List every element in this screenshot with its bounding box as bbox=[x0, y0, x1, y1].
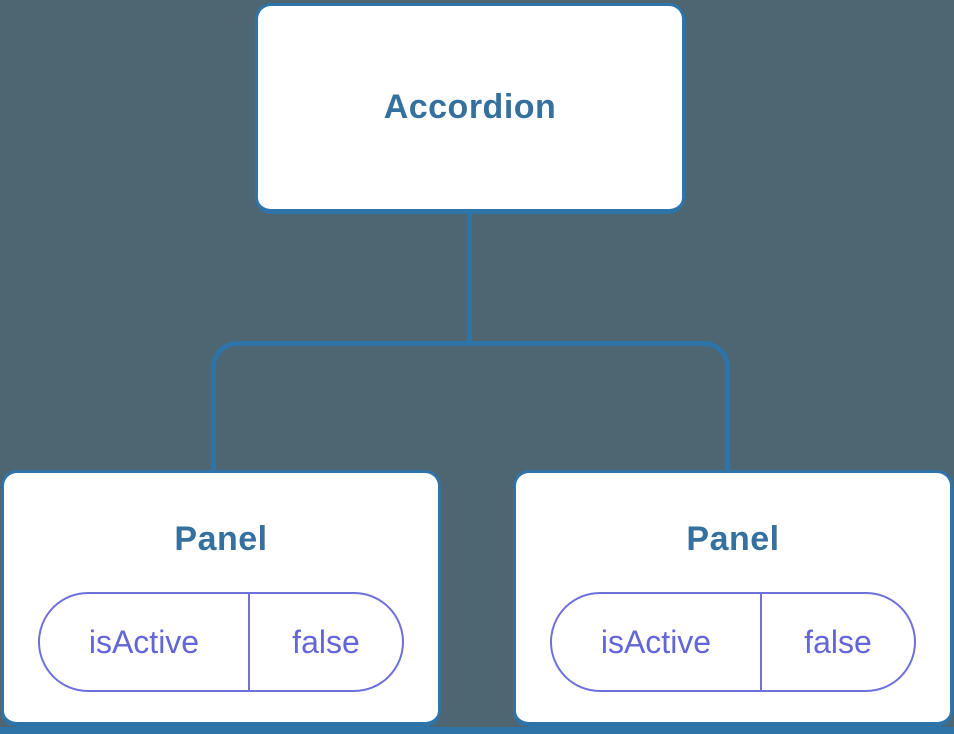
connector-stem bbox=[467, 213, 472, 346]
connector-bracket bbox=[211, 341, 730, 470]
state-name: isActive bbox=[552, 594, 762, 690]
accordion-node: Accordion bbox=[255, 3, 685, 214]
bottom-edge-line bbox=[0, 727, 954, 734]
state-value: false bbox=[804, 623, 872, 660]
panel-node-label: Panel bbox=[174, 520, 268, 558]
state-pill: isActive false bbox=[38, 592, 404, 692]
accordion-node-label: Accordion bbox=[383, 88, 557, 126]
state-pill: isActive false bbox=[550, 592, 916, 692]
state-value: false bbox=[292, 623, 360, 660]
panel-node-left: Panel isActive false bbox=[1, 470, 441, 727]
panel-node-right: Panel isActive false bbox=[513, 470, 953, 727]
panel-node-label: Panel bbox=[686, 520, 780, 558]
state-name: isActive bbox=[40, 594, 250, 690]
